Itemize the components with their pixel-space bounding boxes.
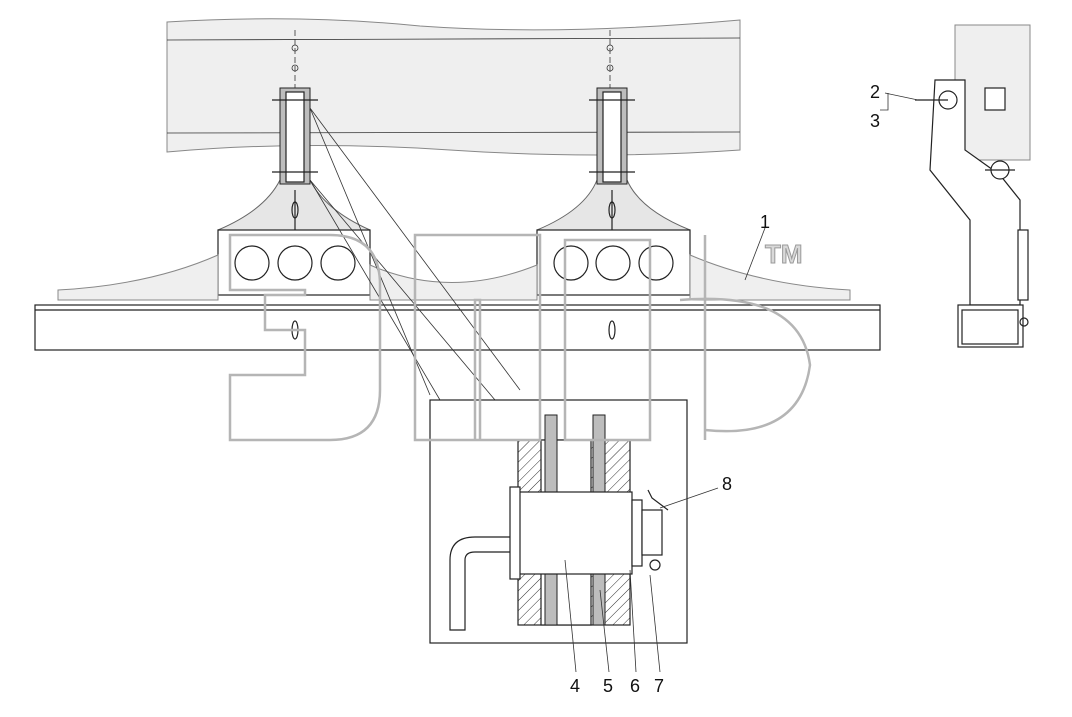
trademark-sign: TM bbox=[765, 239, 803, 269]
callout-leaders bbox=[564, 92, 919, 673]
callout-6: 6 bbox=[630, 676, 640, 696]
detail-view bbox=[429, 399, 688, 644]
bracket-right bbox=[536, 87, 691, 296]
callout-8: 8 bbox=[722, 474, 732, 494]
frame-beam bbox=[166, 18, 741, 156]
callout-2: 2 bbox=[870, 82, 880, 102]
callout-4: 4 bbox=[570, 676, 580, 696]
ballast-plate bbox=[34, 254, 881, 351]
callout-7: 7 bbox=[654, 676, 664, 696]
callout-1: 1 bbox=[760, 212, 770, 232]
side-view bbox=[915, 24, 1031, 348]
watermark-logo: TM bbox=[228, 233, 812, 442]
callout-3: 3 bbox=[870, 111, 880, 131]
callout-5: 5 bbox=[603, 676, 613, 696]
